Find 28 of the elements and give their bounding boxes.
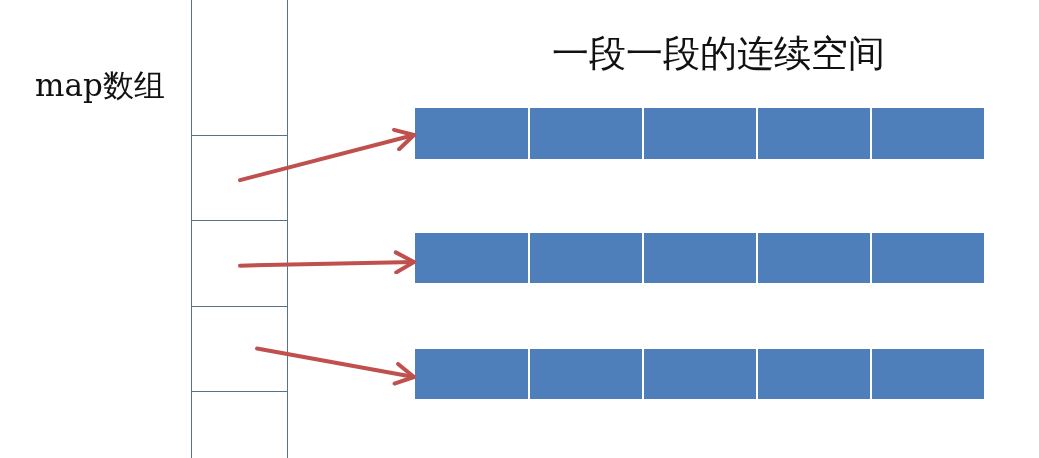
memory-block-row [415, 233, 985, 283]
memory-block [644, 108, 756, 159]
array-cell [191, 134, 288, 221]
array-cell [191, 0, 288, 136]
memory-block [758, 233, 870, 283]
array-cell [191, 305, 288, 392]
memory-block [415, 108, 528, 159]
array-cell [191, 219, 288, 307]
memory-block [644, 233, 756, 283]
memory-block [530, 349, 642, 399]
array-cell [191, 390, 288, 458]
arrow [238, 127, 416, 183]
heading-text: 一段一段的连续空间 [552, 34, 885, 75]
memory-block [530, 108, 642, 159]
arrow [255, 346, 416, 386]
memory-block [415, 349, 528, 399]
memory-block [872, 108, 984, 159]
memory-block [530, 233, 642, 283]
array-label: map数组 [35, 68, 165, 103]
memory-block [872, 233, 984, 283]
memory-block [758, 108, 870, 159]
memory-block-row [415, 108, 985, 159]
memory-block-row [415, 349, 985, 399]
memory-block [644, 349, 756, 399]
memory-block [758, 349, 870, 399]
memory-block [872, 349, 984, 399]
arrow [238, 250, 416, 275]
memory-block [415, 233, 528, 283]
